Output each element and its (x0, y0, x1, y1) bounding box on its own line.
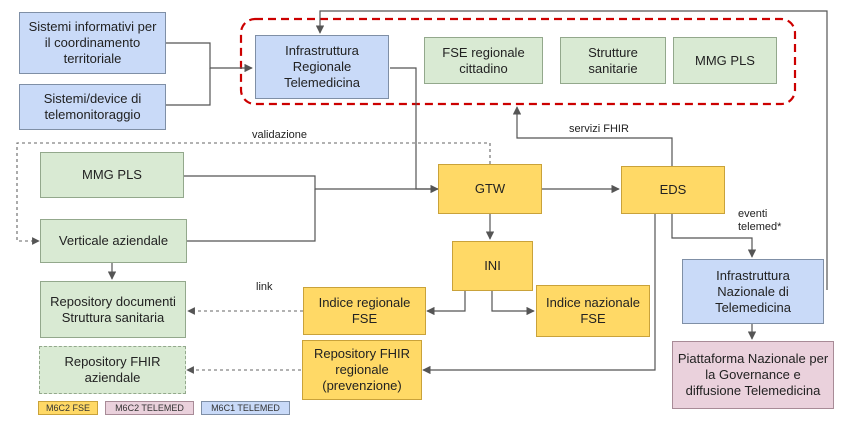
edge-eds-to-repo-fhir-regionale (422, 214, 656, 375)
node-repo-fhir-regionale: Repository FHIR regionale (prevenzione) (302, 340, 422, 400)
node-infra-nazionale: Infrastruttura Nazionale di Telemedicina (682, 259, 824, 324)
edge-sistemi-informativi-to-infra (166, 42, 253, 73)
node-gtw: GTW (438, 164, 542, 214)
edge-validazione (16, 142, 491, 245)
edge-eds-servizi-fhir (512, 106, 673, 166)
node-verticale-aziendale: Verticale aziendale (40, 219, 187, 263)
node-sistemi-informativi: Sistemi informativi per il coordinamento… (19, 12, 166, 74)
legend-m6c1-telemed: M6C1 TELEMED (201, 401, 290, 415)
node-ini: INI (452, 241, 533, 291)
node-indice-regionale: Indice regionale FSE (303, 287, 426, 335)
edge-ini-to-indice-nazionale (491, 291, 535, 316)
legend-m6c2-fse: M6C2 FSE (38, 401, 98, 415)
highlight-group-border (239, 17, 797, 106)
node-sistemi-device: Sistemi/device di telemonitoraggio (19, 84, 166, 130)
node-repo-fhir-aziendale: Repository FHIR aziendale (39, 346, 186, 394)
edge-sistemi-device-to-infra (166, 68, 211, 106)
edge-eds-to-infra-nazionale (671, 214, 757, 258)
edge-ini-to-indice-regionale (426, 291, 466, 316)
edge-infra-nazionale-to-infra-regionale (315, 10, 828, 290)
node-mmg-pls-left: MMG PLS (40, 152, 184, 198)
label-eventi-telemed: eventi telemed* (738, 208, 782, 233)
label-validazione: validazione (252, 129, 308, 141)
edge-verticale-to-gtw (187, 189, 316, 242)
node-eds: EDS (621, 166, 725, 214)
legend-m6c2-telemed: M6C2 TELEMED (105, 401, 194, 415)
node-fse-regionale: FSE regionale cittadino (424, 37, 543, 84)
edge-mmg-to-gtw (184, 175, 438, 190)
edge-infra-to-gtw (390, 67, 439, 194)
node-infra-regionale: Infrastruttura Regionale Telemedicina (255, 35, 389, 99)
node-strutture-sanitarie: Strutture sanitarie (560, 37, 666, 84)
node-indice-nazionale: Indice nazionale FSE (536, 285, 650, 337)
label-servizi-fhir: servizi FHIR (569, 123, 629, 135)
node-mmg-pls-top: MMG PLS (673, 37, 777, 84)
label-link: link (256, 281, 273, 293)
node-piattaforma-nazionale: Piattaforma Nazionale per la Governance … (672, 341, 834, 409)
node-repo-documenti: Repository documenti Struttura sanitaria (40, 281, 186, 338)
